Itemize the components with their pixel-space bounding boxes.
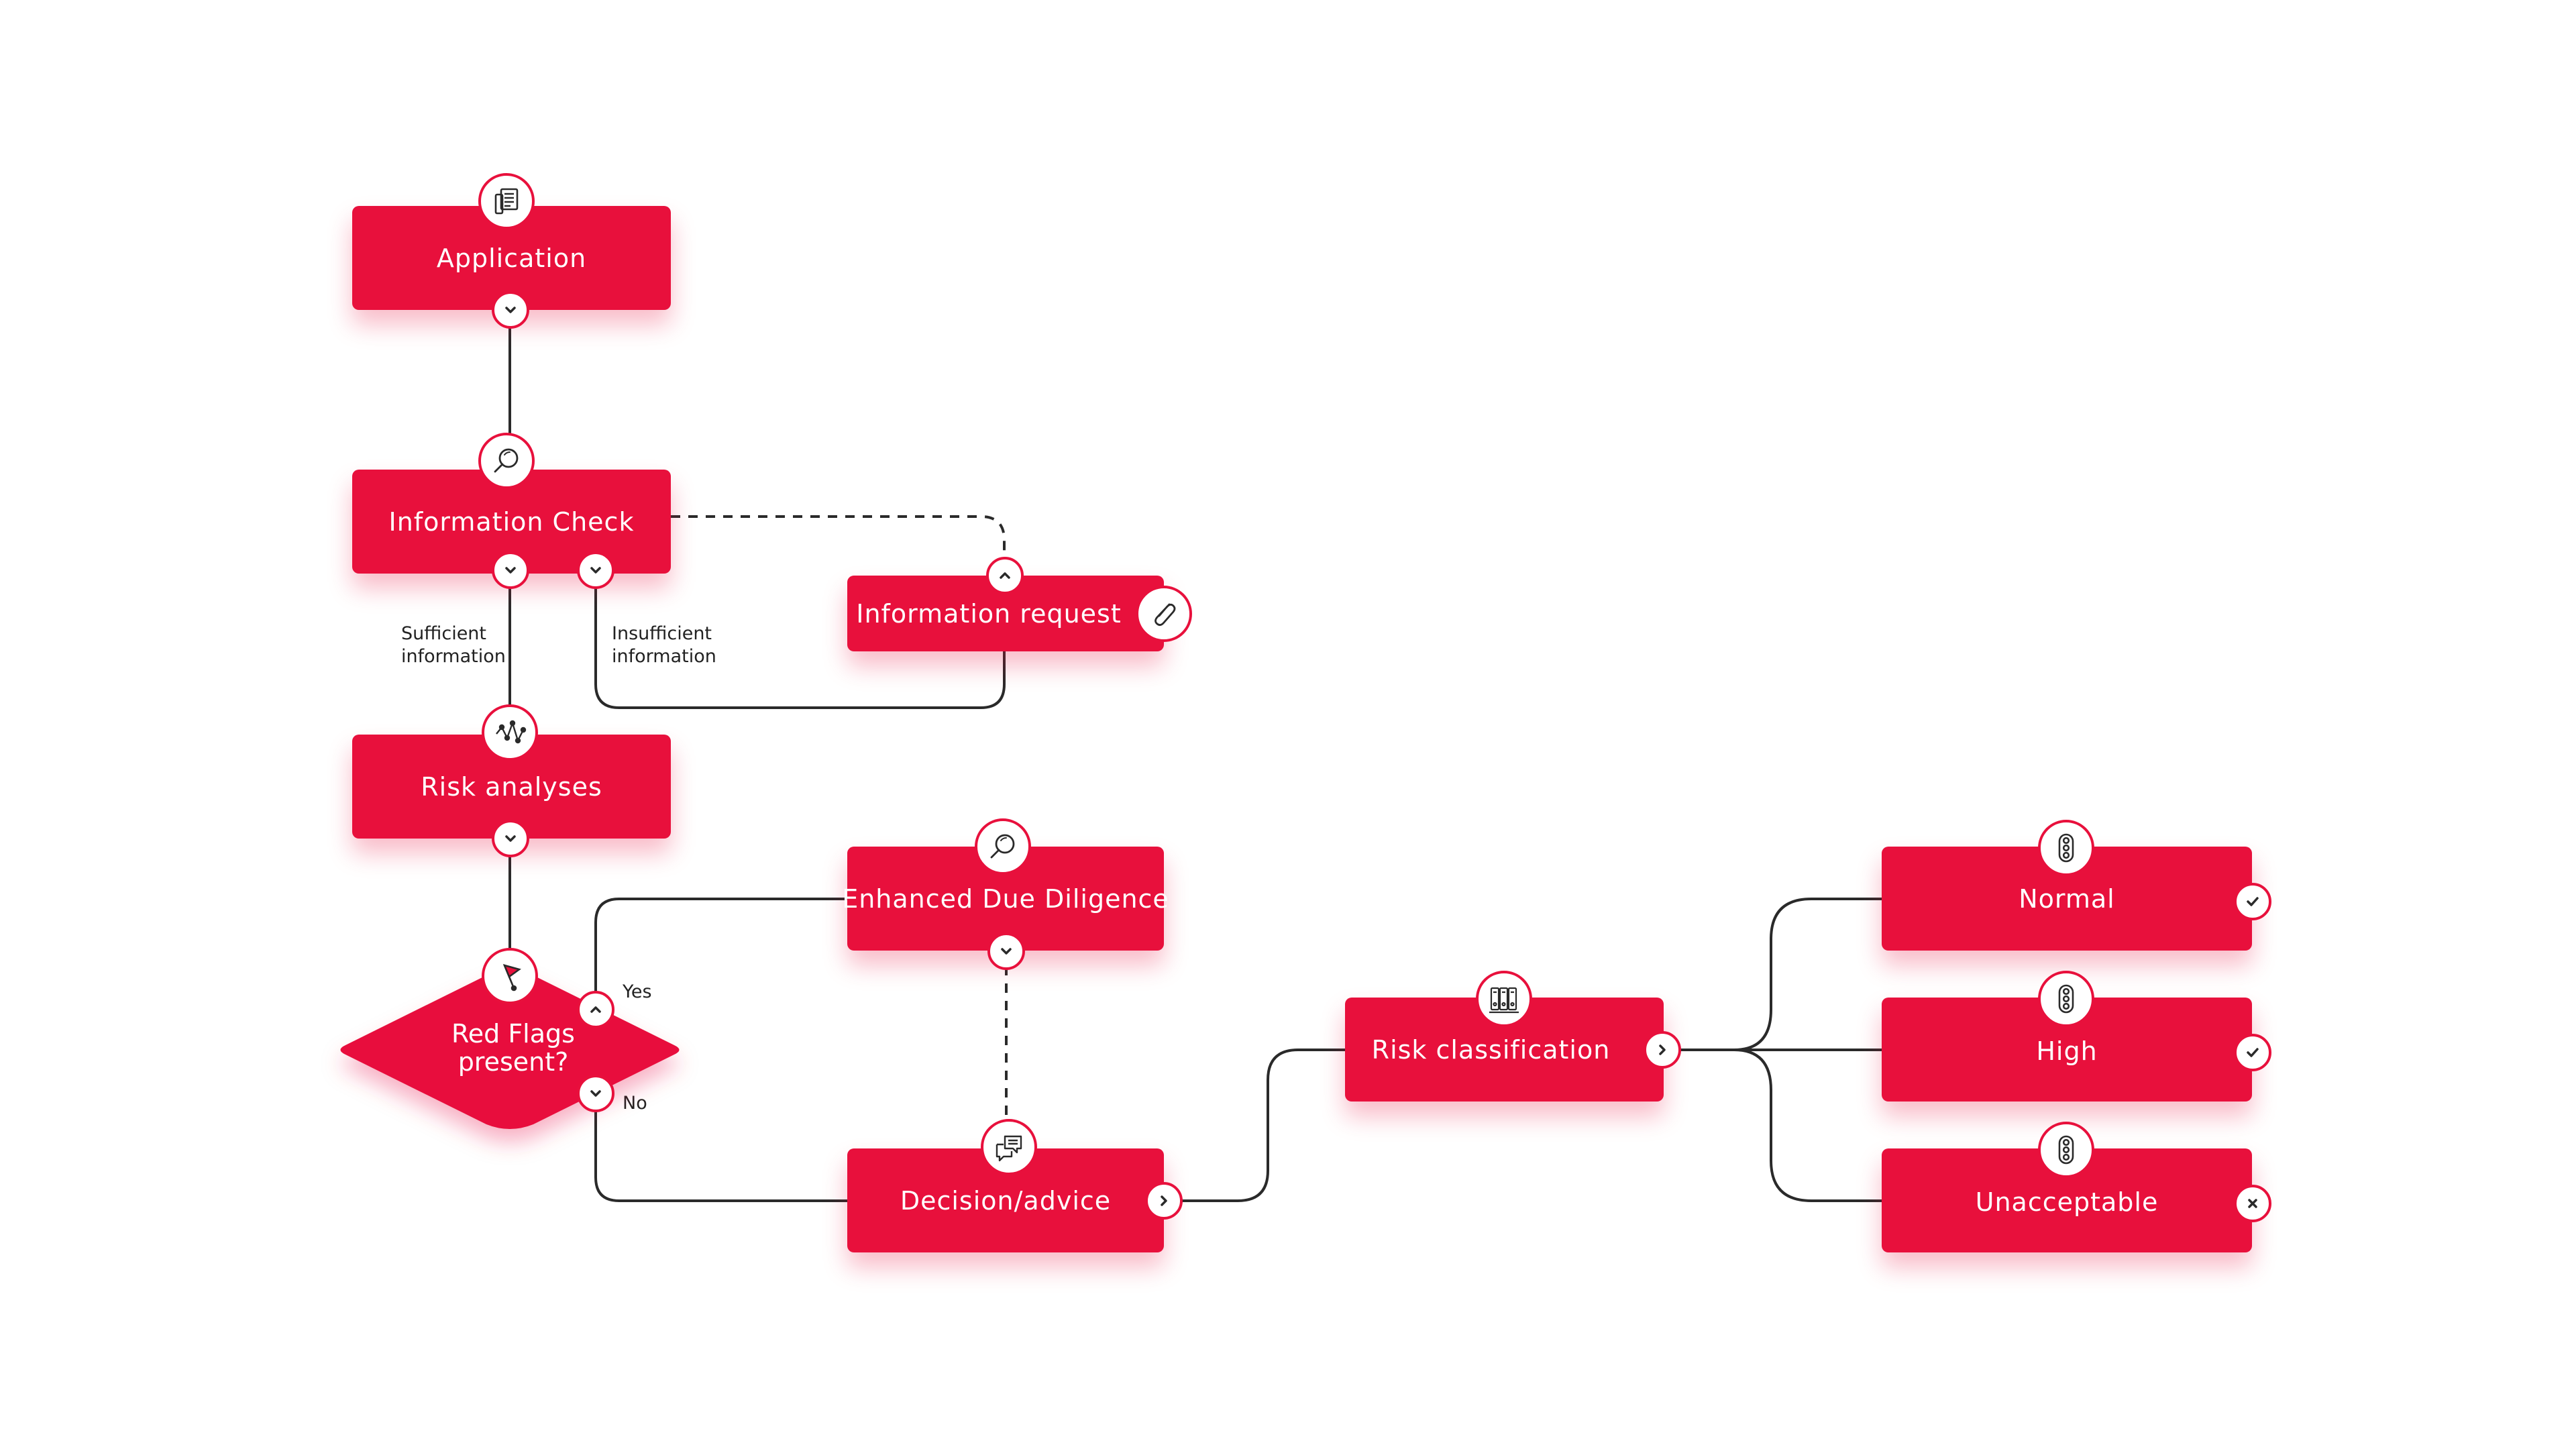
edge-label-yes: Yes [623,981,652,1002]
graph-nodes-icon [482,704,538,761]
node-unacceptable-label: Unacceptable [1975,1187,2159,1217]
edge-label-insufficient: Insufficient information [612,623,716,667]
check-icon[interactable] [2234,1034,2271,1071]
node-risk-analyses-label: Risk analyses [421,771,602,802]
chevron-up-icon[interactable] [986,557,1024,594]
cross-icon[interactable] [2234,1185,2271,1222]
traffic-light-icon [2038,820,2094,876]
chevron-right-icon[interactable] [1644,1031,1681,1069]
edge-label-no: No [623,1093,647,1114]
magnifier-icon [478,433,535,489]
node-red-flags-label: Red Flags present? [451,1019,575,1077]
check-icon[interactable] [2234,883,2271,920]
node-normal-label: Normal [2019,884,2115,914]
paperclip-icon [1136,586,1192,642]
chevron-down-icon[interactable] [577,1075,614,1112]
chevron-up-icon[interactable] [577,991,614,1028]
magnifier-icon [975,818,1031,875]
connector-insufficient [594,577,1006,709]
node-risk-classification-label: Risk classification [1371,1034,1611,1065]
document-icon [478,173,535,229]
connector-decision-to-classification [1164,1049,1345,1202]
node-decision-advice-label: Decision/advice [900,1185,1112,1216]
connector-no [594,1093,849,1202]
chevron-down-icon[interactable] [577,551,614,589]
chevron-down-icon[interactable] [987,932,1025,970]
flag-icon [482,948,538,1004]
chevron-down-icon[interactable] [492,551,529,589]
chevron-down-icon[interactable] [492,820,529,857]
node-application-label: Application [436,243,587,273]
connector-yes [594,898,849,1010]
edge-label-sufficient: Sufficient information [401,623,506,667]
connector-to-normal [1660,898,1882,1051]
chevron-right-icon[interactable] [1145,1182,1183,1220]
chevron-down-icon[interactable] [492,291,529,329]
connector-to-unacceptable [1660,1049,1882,1202]
node-enhanced-due-diligence-label: Enhanced Due Diligence [842,883,1169,914]
node-information-check-label: Information Check [388,506,635,537]
node-high-label: High [2036,1036,2098,1066]
traffic-light-icon [2038,971,2094,1027]
node-information-request-label: Information request [856,598,1122,629]
connector-dashed-request [671,515,1006,564]
traffic-light-icon [2038,1122,2094,1178]
binders-icon [1476,971,1532,1027]
chat-bubbles-icon [981,1119,1037,1175]
